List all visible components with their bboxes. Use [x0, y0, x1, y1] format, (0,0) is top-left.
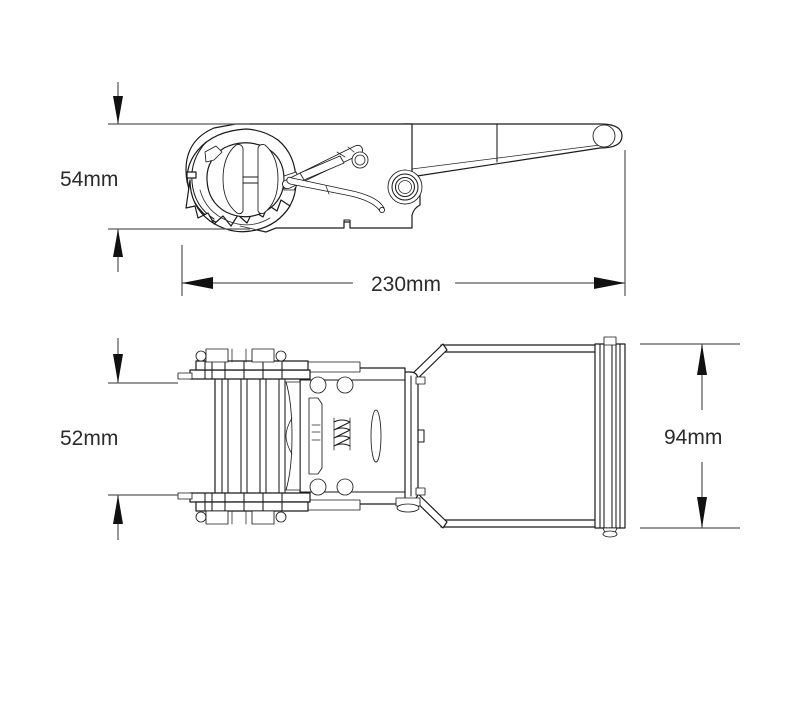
- upper-rail-plan: [177, 348, 311, 380]
- dimension-94mm: 94mm: [640, 343, 740, 529]
- side-elevation-view: [185, 123, 623, 233]
- pivot-nut-side: [387, 169, 423, 205]
- handle-grip-bar-plan: [594, 336, 626, 538]
- mandrel-strips-plan: [214, 377, 301, 495]
- plan-top-view: [177, 336, 626, 538]
- pawl-arm-side: [286, 176, 386, 214]
- lower-rail-plan: [177, 492, 311, 525]
- handle-flare-plan: [407, 343, 598, 529]
- dimension-230mm: 230mm: [181, 150, 626, 296]
- dimension-52mm-label: 52mm: [60, 427, 118, 450]
- washer-ring-side: [351, 151, 369, 169]
- dimension-52mm: 52mm: [60, 338, 178, 540]
- body-bottom-lip-side: [239, 225, 277, 233]
- coil-spring-plan: [333, 417, 351, 451]
- base-lugs-plan: [395, 497, 421, 513]
- lever-flat-tab: [299, 155, 345, 181]
- dimension-230mm-label: 230mm: [371, 273, 441, 296]
- ratchet-gear-teeth: [185, 171, 291, 233]
- dimension-54mm: 54mm: [60, 82, 250, 272]
- handle-arm-side: [403, 123, 623, 179]
- dimension-94mm-label: 94mm: [664, 426, 722, 449]
- pawl-spring-plan: [308, 397, 382, 475]
- dimension-54mm-label: 54mm: [60, 168, 118, 191]
